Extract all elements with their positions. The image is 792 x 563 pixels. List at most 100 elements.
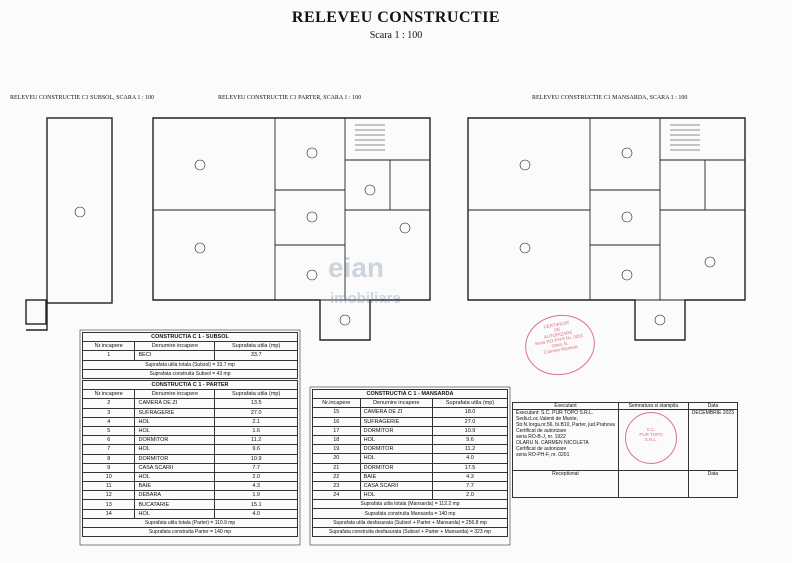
table-note: Suprafata construita Parter = 140 mp (82, 526, 298, 538)
executant-header: Executant (512, 402, 619, 410)
cell-name: HOL (359, 453, 434, 464)
cell-area: 9.6 (432, 434, 508, 446)
cell-nr: 21 (312, 462, 361, 473)
cell-name: DORMITOR (134, 453, 216, 464)
cell-name: DEBARA (134, 490, 216, 501)
cell-name: CASA SCARII (134, 462, 216, 473)
cell-name: SUFRAGERIE (134, 407, 216, 418)
cell-name: DORMITOR (134, 435, 216, 446)
executant-line: OLARU N. CARMEN NICOLETA (516, 440, 589, 446)
cell-name: HOL (134, 508, 216, 519)
table-note: Suprafata construita Mansarda = 140 mp (312, 508, 508, 519)
receptionat-date: Data (687, 470, 739, 498)
cell-area: 13.5 (214, 398, 298, 409)
cell-nr: 19 (312, 444, 361, 455)
signature-header: Semnatura si stampila (617, 402, 689, 410)
executant-box: Executant Semnatura si stampila Data Exe… (512, 402, 739, 498)
cell-area: 18.0 (432, 407, 508, 418)
cell-area: 27.0 (214, 407, 298, 418)
cell-area: 2.0 (432, 490, 508, 501)
cell-area: 2.1 (214, 416, 298, 427)
cell-area: 10.9 (214, 453, 298, 464)
cell-nr: 5 (81, 425, 136, 437)
table-title: CONSTRUCTIA C 1 - PARTER (82, 379, 298, 391)
table-note: Suprafata construita desfasurata (Subsol… (312, 526, 508, 538)
cell-nr: 12 (81, 490, 136, 501)
table-title: CONSTRUCTIA C 1 - MANSARDA (312, 388, 508, 400)
cell-name: HOL (134, 444, 216, 455)
parter-outline (152, 117, 431, 341)
cell-name: HOL (134, 425, 216, 437)
cell-name: SUFRAGERIE (359, 416, 434, 427)
mansarda-outline (467, 117, 746, 341)
cell-nr: 2 (81, 398, 136, 409)
cell-area: 9.6 (214, 444, 298, 455)
table-note: Suprafata utila desfasurata (Subsol + Pa… (312, 517, 508, 528)
column-header: Suprafata utila (mp) (432, 398, 508, 409)
executant-line: seria RO-B-J, nr. 1922 (516, 434, 566, 440)
cell-area: 11.2 (432, 444, 508, 455)
scale-label: Scara 1 : 100 (369, 30, 423, 41)
cell-area: 33.7 (214, 350, 298, 361)
cell-name: DORMITOR (359, 444, 434, 455)
table-subsol: CONSTRUCTIA C 1 - SUBSOL Nr.incapere Den… (81, 331, 298, 379)
cell-name: DORMITOR (359, 462, 434, 473)
watermark-logo: eian (328, 252, 385, 283)
cell-name: CAMERA DE ZI (359, 407, 434, 418)
table-note: Suprafata construita Subsol = 43 mp (82, 368, 298, 379)
cell-area: 7.7 (214, 462, 298, 473)
cell-area: 27.0 (432, 416, 508, 427)
cell-area: 1.6 (214, 425, 298, 437)
cell-nr: 22 (312, 471, 361, 482)
cell-area: 17.5 (432, 462, 508, 473)
executant-line: Sediu:Loc.Valenii de Munte, (516, 416, 578, 422)
cell-name: HOL (359, 490, 434, 501)
cell-area: 4.3 (432, 471, 508, 482)
column-header: Denumire incapere (134, 341, 216, 352)
column-header: Nr.incapere (312, 398, 361, 409)
cell-area: 1.9 (214, 490, 298, 501)
cell-nr: 24 (312, 490, 361, 501)
cell-nr: 17 (312, 425, 361, 436)
cell-nr: 16 (312, 416, 361, 427)
cell-name: BAIE (359, 471, 434, 482)
cell-nr: 10 (81, 471, 136, 483)
plan-title-mansarda: RELEVEU CONSTRUCTIE C1 MANSARDA, SCARA 1… (532, 95, 688, 101)
cell-nr: 7 (81, 444, 136, 455)
cell-area: 2.0 (214, 471, 298, 483)
watermark-text: imobiliare (330, 290, 401, 307)
cell-name: BECI (134, 350, 216, 361)
column-header: Nr.incapere (81, 341, 136, 352)
executant-line: Certificat de autorizare (516, 428, 567, 434)
column-header: Denumire incapere (359, 398, 434, 409)
cell-name: HOL (359, 434, 434, 446)
receptionat-label: Receptionat (512, 470, 619, 498)
cell-nr: 1 (81, 350, 136, 361)
column-header: Suprafata utila (mp) (214, 341, 298, 352)
cell-nr: 8 (81, 453, 136, 464)
subsol-outline (46, 117, 113, 304)
cell-nr: 6 (81, 435, 136, 446)
table-note: Suprafata utila totala (Parter) = 110.9 … (82, 517, 298, 529)
cell-area: 11.2 (214, 435, 298, 446)
cell-area: 4.3 (214, 481, 298, 492)
table-note: Suprafata utila totala (Mansarda) = 112.… (312, 499, 508, 510)
cell-area: 4.0 (214, 508, 298, 519)
